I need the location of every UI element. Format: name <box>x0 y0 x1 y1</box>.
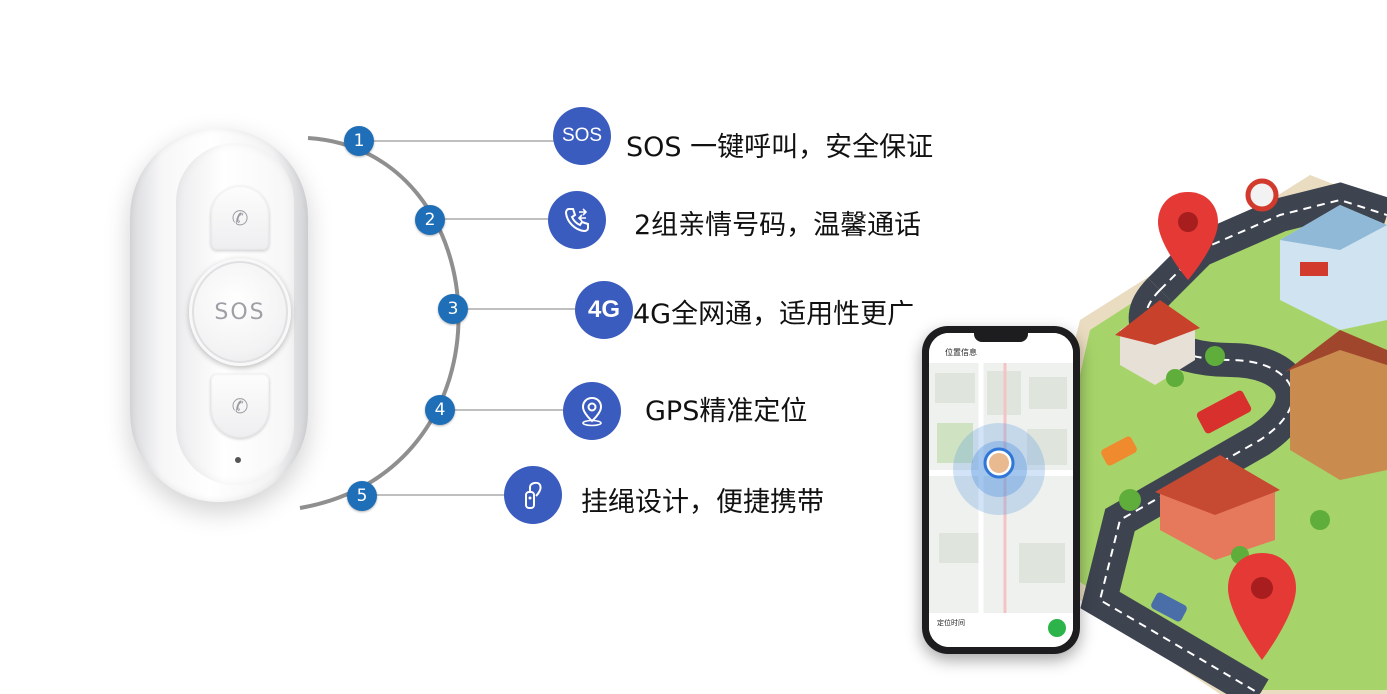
feature-number-badge: 3 <box>438 294 468 324</box>
feature-number-badge: 4 <box>425 395 455 425</box>
phone-screen: 位置信息 定位时间 <box>929 333 1073 647</box>
device-call-button-bottom: ✆ <box>211 374 269 438</box>
feature-number-badge: 5 <box>347 481 377 511</box>
phone-notch <box>974 330 1028 342</box>
phone-icon: ✆ <box>231 206 249 230</box>
lanyard-icon <box>504 466 562 524</box>
phone-footer-title: 定位时间 <box>937 619 965 627</box>
device-sos-button: SOS <box>189 258 291 366</box>
location-pin-icon <box>563 382 621 440</box>
location-pin-svg <box>581 396 603 427</box>
lanyard-svg <box>525 481 542 509</box>
phone-icon: ✆ <box>231 394 249 418</box>
phone-header-title: 位置信息 <box>945 348 977 357</box>
device-sos-label: SOS <box>214 299 266 325</box>
feature-number-badge: 1 <box>344 126 374 156</box>
device-call-button-top: ✆ <box>211 186 269 250</box>
feature-text-4g: 4G全网通，适用性更广 <box>633 299 915 330</box>
phone-map-svg <box>929 333 1073 647</box>
feature-number-badge: 2 <box>415 205 445 235</box>
device-led-indicator <box>235 457 241 463</box>
phone-call-svg <box>564 208 589 233</box>
sos-icon-label: SOS <box>561 125 603 146</box>
feature-text-gps: GPS精准定位 <box>645 396 808 427</box>
sos-icon: SOS <box>553 107 611 165</box>
4g-icon-label: 4G <box>587 296 620 323</box>
feature-text-family-numbers: 2组亲情号码，温馨通话 <box>634 210 922 241</box>
phone-call-icon <box>548 191 606 249</box>
feature-text-lanyard: 挂绳设计，便捷携带 <box>581 487 824 518</box>
4g-icon: 4G <box>575 281 633 339</box>
feature-text-sos: SOS 一键呼叫，安全保证 <box>626 132 934 163</box>
